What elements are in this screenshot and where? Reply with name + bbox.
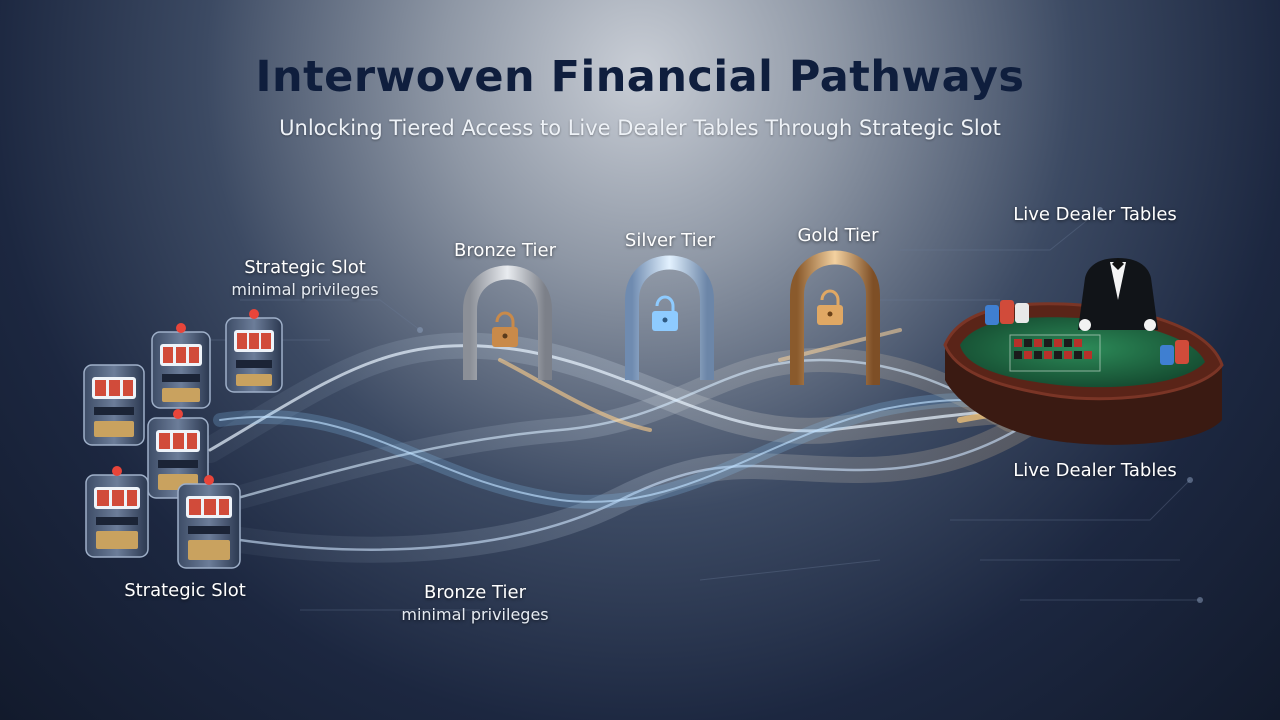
label-main: Live Dealer Tables [1013,460,1177,481]
padlock-icon [492,311,518,347]
page-title: Interwoven Financial Pathways [255,52,1025,102]
label-sub: minimal privileges [231,280,379,299]
slot-machines [83,309,283,569]
woven-pathways [197,328,1063,563]
label-main: Bronze Tier [454,240,556,261]
gold-tier-gate [790,250,880,385]
label-main: Bronze Tier [424,582,526,603]
label-strategic-slot-bottom: Strategic Slot [95,580,275,601]
slot-machine-icon [85,466,149,558]
chip-stacks [985,300,1189,365]
bronze-tier-gate [463,265,552,380]
label-main: Strategic Slot [124,580,246,601]
slot-machine-icon [177,475,241,569]
label-main: Live Dealer Tables [1013,204,1177,225]
padlock-icon [652,295,678,331]
slot-machine-icon [225,309,283,393]
circuit-nodes [417,207,1203,603]
label-live-dealer-bottom: Live Dealer Tables [985,460,1205,481]
slot-machine-icon [83,364,145,446]
silver-tier-gate [625,255,714,380]
label-bronze-tier-bottom: Bronze Tier minimal privileges [375,582,575,624]
label-main: Gold Tier [797,225,879,246]
slot-machine-icon [151,323,211,409]
label-strategic-slot-top: Strategic Slot minimal privileges [205,257,405,299]
label-gold-tier: Gold Tier [763,225,913,246]
label-main: Silver Tier [624,230,716,251]
page-subtitle: Unlocking Tiered Access to Live Dealer T… [279,116,1001,140]
label-live-dealer-top: Live Dealer Tables [985,204,1205,225]
label-silver-tier: Silver Tier [595,230,745,251]
label-bronze-tier-top: Bronze Tier [430,240,580,261]
live-dealer-table [943,258,1224,445]
label-sub: minimal privileges [401,605,549,624]
padlock-icon [817,289,843,325]
roulette-table-icon [960,317,1205,388]
circuit-lines [200,209,1200,611]
dealer-icon [1078,258,1158,331]
label-main: Strategic Slot [244,257,366,278]
